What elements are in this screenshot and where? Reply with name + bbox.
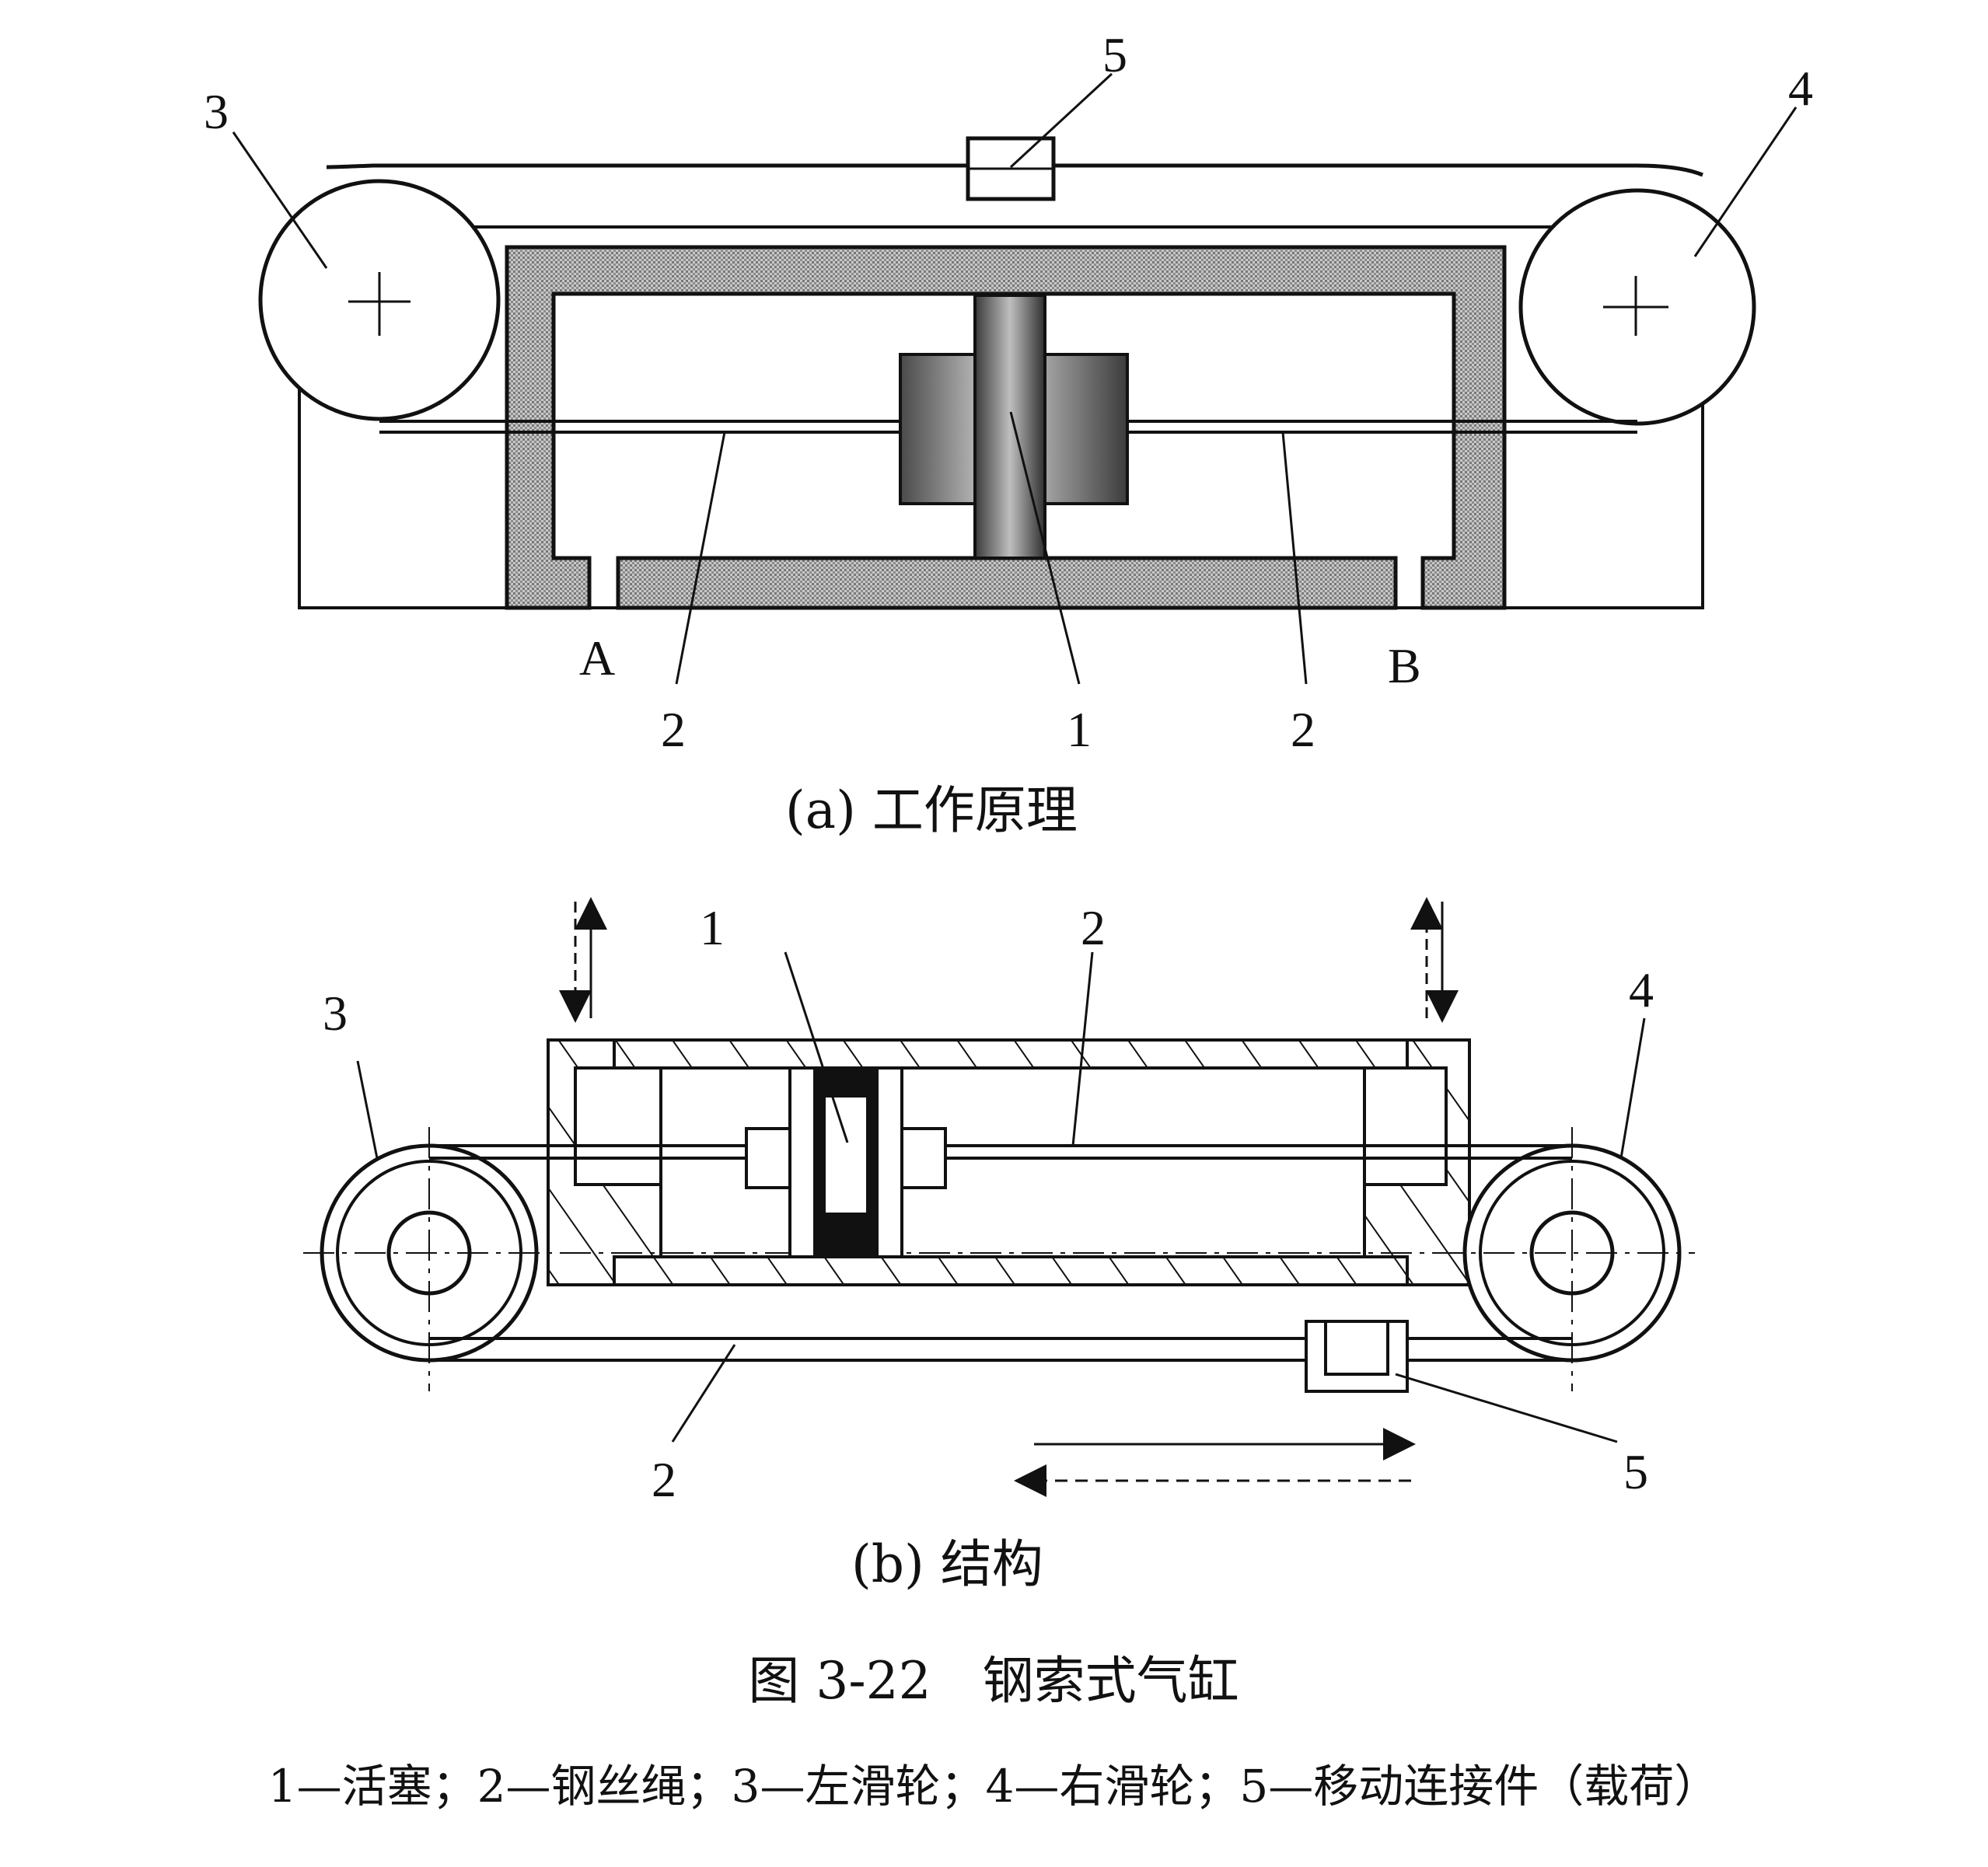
leader-3a — [232, 131, 328, 269]
label-4b: 4 — [1629, 962, 1654, 1017]
caption-b: (b) 结构 — [851, 1534, 1043, 1594]
cylinder-floor-a — [616, 556, 1398, 610]
label-3a: 3 — [204, 84, 229, 139]
panel-a-labels: 3 4 5 A B 2 1 2 (a) 工作原理 — [204, 27, 1813, 840]
label-a-port: A — [579, 630, 615, 686]
label-5b: 5 — [1623, 1444, 1648, 1499]
leader-2a-left — [675, 431, 726, 685]
panel-b-labels: 1 2 3 4 5 2 (b) 结构 — [323, 900, 1654, 1594]
figure-title: 图 3-22 钢索式气缸 — [748, 1651, 1239, 1711]
leader-1a — [1009, 411, 1081, 685]
label-1a: 1 — [1067, 702, 1092, 757]
panel-a — [232, 72, 1798, 685]
leader-2a-right — [1281, 431, 1308, 685]
label-5a: 5 — [1102, 27, 1127, 82]
connector-b — [1305, 1320, 1409, 1393]
belt-top — [326, 163, 1703, 177]
label-2b-top: 2 — [1081, 900, 1106, 955]
barrel-top-wall — [613, 1038, 1409, 1070]
figure-legend: 1—活塞；2—钢丝绳；3—左滑轮；4—右滑轮；5—移动连接件（载荷） — [268, 1760, 1720, 1813]
label-2b-bottom: 2 — [652, 1452, 676, 1507]
label-4a: 4 — [1788, 61, 1813, 116]
piston-a — [973, 294, 1046, 560]
panel-b — [303, 897, 1695, 1497]
barrel-bottom-wall — [613, 1255, 1409, 1286]
label-1b: 1 — [700, 900, 725, 955]
label-2a-right: 2 — [1291, 702, 1315, 757]
label-b-port: B — [1388, 638, 1421, 693]
piston-b-collar-right — [900, 1127, 947, 1189]
cylinder-barrel-a — [505, 245, 1507, 610]
caption-a: (a) 工作原理 — [785, 780, 1078, 840]
label-3b: 3 — [323, 986, 348, 1041]
leader-5a — [1009, 72, 1113, 169]
piston-b-collar-left — [745, 1127, 791, 1189]
leader-4a — [1693, 106, 1798, 257]
label-2a-left: 2 — [661, 702, 686, 757]
